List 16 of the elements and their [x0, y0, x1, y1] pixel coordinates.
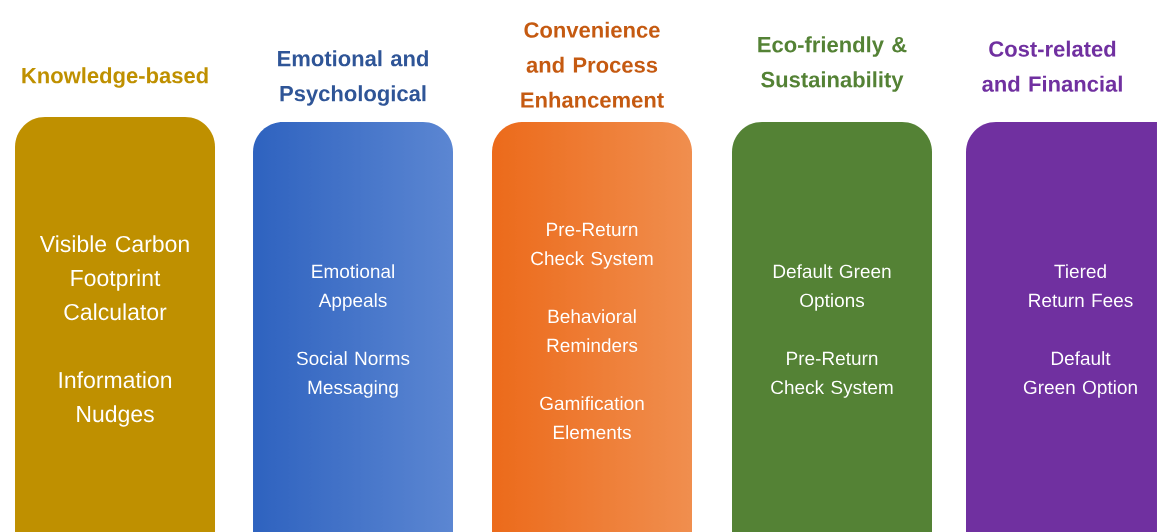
category-heading: Convenience and Process Enhancement — [521, 21, 664, 108]
category-heading: Eco-friendly & Sustainability — [758, 36, 907, 92]
category-heading: Knowledge-based — [22, 67, 208, 88]
nudge-text: Gamification Elements — [540, 396, 644, 440]
nudge-text: Tiered Return Fees — [1029, 264, 1133, 308]
nudge-text: Information Nudges — [59, 371, 172, 427]
nudge-text: Default Green Option — [1023, 351, 1137, 398]
nudge-text: Pre-Return Check System — [771, 351, 893, 398]
category-heading: Emotional and Psychological — [278, 50, 428, 106]
category-heading: Cost-related and Financial — [982, 40, 1122, 92]
nudge-text: Social Norms Messaging — [296, 351, 410, 398]
nudge-text: Pre-Return Check System — [531, 222, 653, 269]
nudge-text: Emotional Appeals — [312, 264, 394, 311]
nudge-text: Default Green Options — [773, 264, 891, 311]
nudge-text: Visible Carbon Footprint Calculator — [39, 235, 189, 321]
nudge-text: Behavioral Reminders — [547, 309, 638, 353]
